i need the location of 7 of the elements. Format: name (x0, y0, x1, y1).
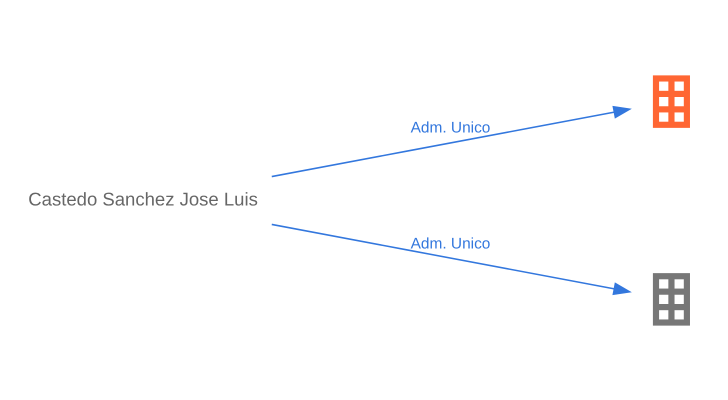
edge-label: Adm. Unico (410, 234, 490, 252)
edge-label: Adm. Unico (410, 119, 490, 136)
arrow (272, 105, 632, 177)
node-text: Castedo Sanchez Jose Luis (28, 188, 258, 209)
node-building (652, 74, 690, 128)
arrow (272, 223, 632, 295)
node-building (652, 272, 690, 326)
